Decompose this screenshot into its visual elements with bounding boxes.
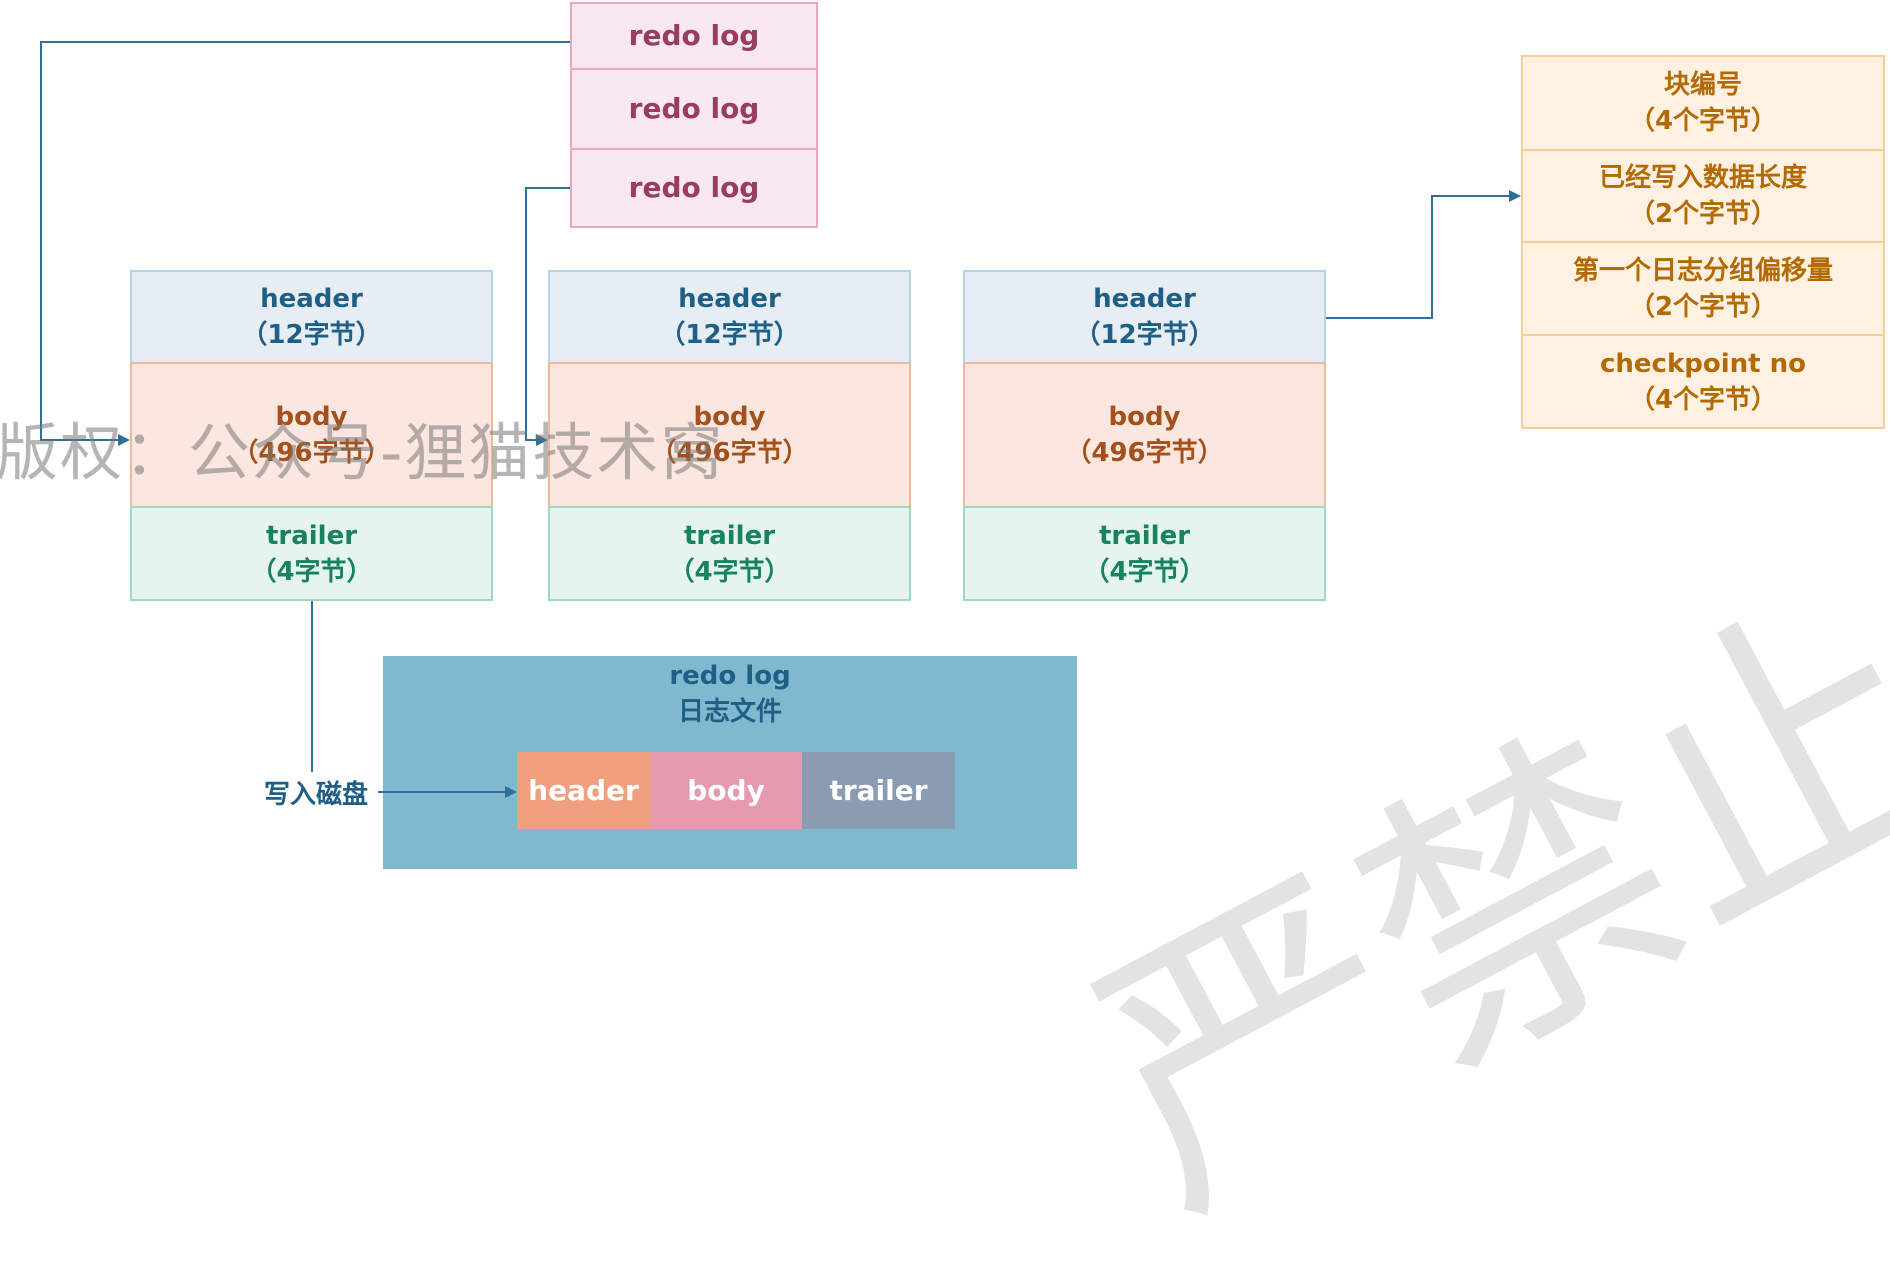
block-3-trailer: trailer （4字节）: [963, 506, 1326, 601]
block-3-body: body （496字节）: [963, 362, 1326, 508]
body-size: （496字节）: [1065, 438, 1224, 468]
redo-log-label: redo log: [628, 19, 760, 52]
header-size: （12字节）: [241, 320, 382, 350]
redo-log-label: redo log: [628, 92, 760, 125]
header-field-block-number: 块编号 （4个字节）: [1521, 55, 1885, 151]
header-size: （12字节）: [1074, 320, 1215, 350]
watermark-copyright: 版权：公众号-狸猫技术窝: [0, 416, 725, 489]
block-2-trailer: trailer （4字节）: [548, 506, 911, 601]
field-name: 第一个日志分组偏移量: [1572, 255, 1833, 286]
file-title: redo log 日志文件: [383, 658, 1077, 730]
body-label: body: [693, 402, 766, 432]
field-name: 已经写入数据长度: [1598, 163, 1807, 193]
redo-log-label: redo log: [628, 171, 760, 204]
redo-log-file: redo log 日志文件: [383, 656, 1077, 869]
field-size: （4个字节）: [1628, 384, 1778, 415]
header-label: header: [260, 284, 363, 314]
trailer-size: （4字节）: [250, 556, 373, 587]
header-size: （12字节）: [659, 320, 800, 350]
field-size: （2个字节）: [1628, 199, 1778, 229]
file-title-line2: 日志文件: [677, 697, 782, 727]
block-2-header: header （12字节）: [548, 270, 911, 364]
block-1-header: header （12字节）: [130, 270, 493, 364]
trailer-size: （4字节）: [668, 556, 791, 587]
redo-log-entry: redo log: [570, 2, 818, 70]
body-label: body: [1108, 402, 1181, 432]
trailer-size: （4字节）: [1083, 556, 1206, 587]
file-segment-body: body: [650, 752, 802, 829]
trailer-label: trailer: [683, 520, 776, 551]
file-segment-header: header: [517, 752, 650, 829]
file-segment-trailer: trailer: [802, 752, 955, 829]
file-title-line1: redo log: [669, 661, 791, 691]
redo-log-entry: redo log: [570, 68, 818, 150]
trailer-label: trailer: [1098, 520, 1191, 551]
field-name: 块编号: [1663, 70, 1742, 100]
header-field-checkpoint-no: checkpoint no （4个字节）: [1521, 334, 1885, 429]
header-field-first-group-offset: 第一个日志分组偏移量 （2个字节）: [1521, 241, 1885, 336]
block-2-body: body （496字节）: [548, 362, 911, 508]
block-1-trailer: trailer （4字节）: [130, 506, 493, 601]
field-size: （2个字节）: [1628, 291, 1778, 322]
write-to-disk-label: 写入磁盘: [264, 780, 369, 810]
body-size: （496字节）: [650, 438, 809, 468]
block-3-header: header （12字节）: [963, 270, 1326, 364]
trailer-label: trailer: [265, 520, 358, 551]
header-label: header: [678, 284, 781, 314]
field-name: checkpoint no: [1599, 348, 1806, 379]
connector-header-to-detail: [1326, 190, 1521, 319]
header-field-data-length: 已经写入数据长度 （2个字节）: [1521, 149, 1885, 243]
redo-log-entry: redo log: [570, 148, 818, 228]
field-size: （4个字节）: [1628, 106, 1778, 136]
body-size: （496字节）: [232, 438, 391, 468]
header-label: header: [1093, 284, 1196, 314]
